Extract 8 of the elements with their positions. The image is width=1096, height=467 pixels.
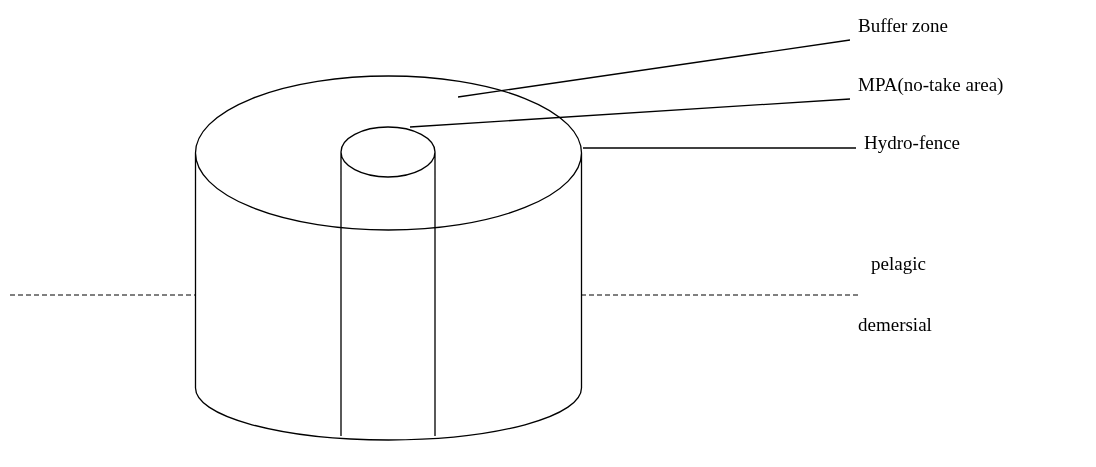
layer-label: pelagic (871, 253, 926, 275)
leader-line (409, 98, 851, 128)
callout-label: Buffer zone (858, 15, 968, 37)
callout-label: Hydro-fence (864, 132, 974, 154)
leader-line (582, 147, 857, 149)
layer-label: demersial (858, 314, 932, 336)
leader-line (457, 39, 851, 98)
callout-label: MPA(no-take area) (858, 74, 1028, 96)
